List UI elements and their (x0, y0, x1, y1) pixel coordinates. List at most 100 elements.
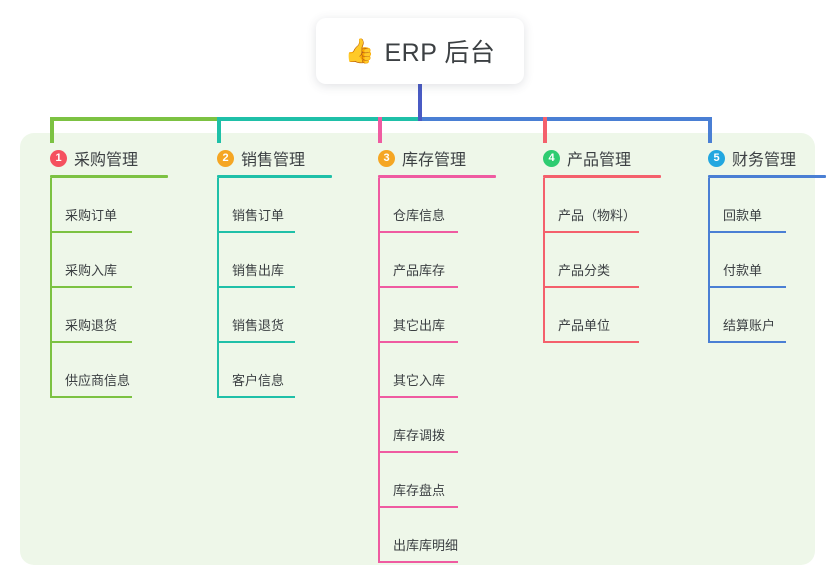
branch-item-label: 其它入库 (393, 373, 446, 388)
branch-item[interactable]: 付款单 (690, 233, 826, 288)
branch-item[interactable]: 其它出库 (360, 288, 496, 343)
branch-column-2: 2 销售管理销售订单销售出库销售退货客户信息 (199, 146, 332, 398)
branch-item-label: 仓库信息 (393, 208, 446, 223)
branch-item-label: 采购入库 (65, 263, 118, 278)
branch-item-label: 库存盘点 (393, 483, 446, 498)
root-node-erp-backend[interactable]: 👍 ERP 后台 (316, 18, 524, 84)
branch-item-label: 供应商信息 (65, 373, 131, 388)
trunk-segment-2 (217, 117, 420, 121)
branch-item-label: 产品单位 (558, 318, 611, 333)
branch-item-rule (378, 396, 458, 398)
branch-item-list: 采购订单采购入库采购退货供应商信息 (32, 178, 168, 398)
branch-item[interactable]: 结算账户 (690, 288, 826, 343)
branch-item[interactable]: 产品单位 (525, 288, 661, 343)
branch-item-label: 采购订单 (65, 208, 118, 223)
branch-header-rule (708, 175, 826, 178)
branch-spine (708, 178, 710, 343)
branch-item-label: 产品分类 (558, 263, 611, 278)
branch-spine (543, 178, 545, 343)
branch-item-label: 付款单 (723, 263, 763, 278)
branch-item-list: 回款单付款单结算账户 (690, 178, 826, 343)
branch-item-rule (543, 231, 639, 233)
branch-item[interactable]: 客户信息 (199, 343, 332, 398)
branch-item-label: 产品库存 (393, 263, 446, 278)
branch-item-rule (708, 341, 786, 343)
branch-header-4[interactable]: 4 产品管理 (525, 146, 661, 170)
drop-line-1 (50, 117, 54, 143)
root-node-title: ERP 后台 (384, 39, 496, 67)
branch-header-5[interactable]: 5 财务管理 (690, 146, 826, 170)
trunk-segment-3 (418, 117, 710, 121)
branch-title: 库存管理 (402, 152, 467, 169)
branch-item-label: 客户信息 (232, 373, 285, 388)
branch-number-badge: 2 (217, 149, 234, 167)
branch-item[interactable]: 销售出库 (199, 233, 332, 288)
branch-item[interactable]: 采购入库 (32, 233, 168, 288)
trunk-segment-1 (50, 117, 217, 121)
branch-item[interactable]: 采购订单 (32, 178, 168, 233)
branch-title: 采购管理 (74, 152, 139, 169)
branch-header-2[interactable]: 2 销售管理 (199, 146, 332, 170)
branch-number-badge: 1 (50, 149, 67, 167)
branch-item[interactable]: 库存调拨 (360, 398, 496, 453)
branch-item-rule (217, 396, 295, 398)
branch-item[interactable]: 产品库存 (360, 233, 496, 288)
branch-item-list: 销售订单销售出库销售退货客户信息 (199, 178, 332, 398)
drop-line-5 (708, 117, 712, 143)
branch-item[interactable]: 库存盘点 (360, 453, 496, 508)
branch-item-rule (378, 341, 458, 343)
root-stem-line (418, 84, 422, 121)
branch-item-label: 其它出库 (393, 318, 446, 333)
branch-spine (217, 178, 219, 398)
drop-line-4 (543, 117, 547, 143)
branch-item-rule (543, 341, 639, 343)
branch-item[interactable]: 产品分类 (525, 233, 661, 288)
branch-item-label: 采购退货 (65, 318, 118, 333)
branch-item[interactable]: 供应商信息 (32, 343, 168, 398)
branch-header-rule (378, 175, 496, 178)
branch-title: 财务管理 (732, 152, 797, 169)
branch-item-label: 产品（物料） (558, 208, 637, 223)
branch-item-label: 出库库明细 (393, 538, 459, 553)
branch-item-label: 结算账户 (723, 318, 776, 333)
branch-item-rule (378, 561, 458, 563)
branch-item-rule (217, 341, 295, 343)
branch-header-1[interactable]: 1 采购管理 (32, 146, 168, 170)
branch-number-badge: 5 (708, 149, 725, 167)
branch-item-rule (50, 396, 132, 398)
branch-column-4: 4 产品管理产品（物料） 产品分类产品单位 (525, 146, 661, 343)
branch-item-rule (378, 231, 458, 233)
branch-spine (378, 178, 380, 563)
branch-item-list: 产品（物料） 产品分类产品单位 (525, 178, 661, 343)
branch-number-badge: 4 (543, 149, 560, 167)
branch-item-rule (378, 451, 458, 453)
branch-item[interactable]: 出库库明细 (360, 508, 496, 563)
branch-item-rule (708, 231, 786, 233)
branch-spine (50, 178, 52, 398)
branch-header-rule (50, 175, 168, 178)
branch-item-rule (50, 286, 132, 288)
branch-item-label: 库存调拨 (393, 428, 446, 443)
branch-column-1: 1 采购管理采购订单采购入库采购退货供应商信息 (32, 146, 168, 398)
branch-item-label: 销售退货 (232, 318, 285, 333)
branch-item[interactable]: 产品（物料） (525, 178, 661, 233)
branch-title: 销售管理 (241, 152, 306, 169)
branch-item[interactable]: 仓库信息 (360, 178, 496, 233)
branch-item-rule (378, 506, 458, 508)
branch-item[interactable]: 回款单 (690, 178, 826, 233)
diagram-background-panel (20, 133, 815, 565)
branch-item-label: 回款单 (723, 208, 763, 223)
branch-item[interactable]: 销售订单 (199, 178, 332, 233)
branch-title: 产品管理 (567, 152, 632, 169)
branch-item[interactable]: 其它入库 (360, 343, 496, 398)
branch-item-rule (543, 286, 639, 288)
branch-item-rule (50, 231, 132, 233)
drop-line-2 (217, 117, 221, 143)
branch-item[interactable]: 销售退货 (199, 288, 332, 343)
drop-line-3 (378, 117, 382, 143)
branch-item[interactable]: 采购退货 (32, 288, 168, 343)
branch-header-rule (217, 175, 332, 178)
branch-item-rule (708, 286, 786, 288)
